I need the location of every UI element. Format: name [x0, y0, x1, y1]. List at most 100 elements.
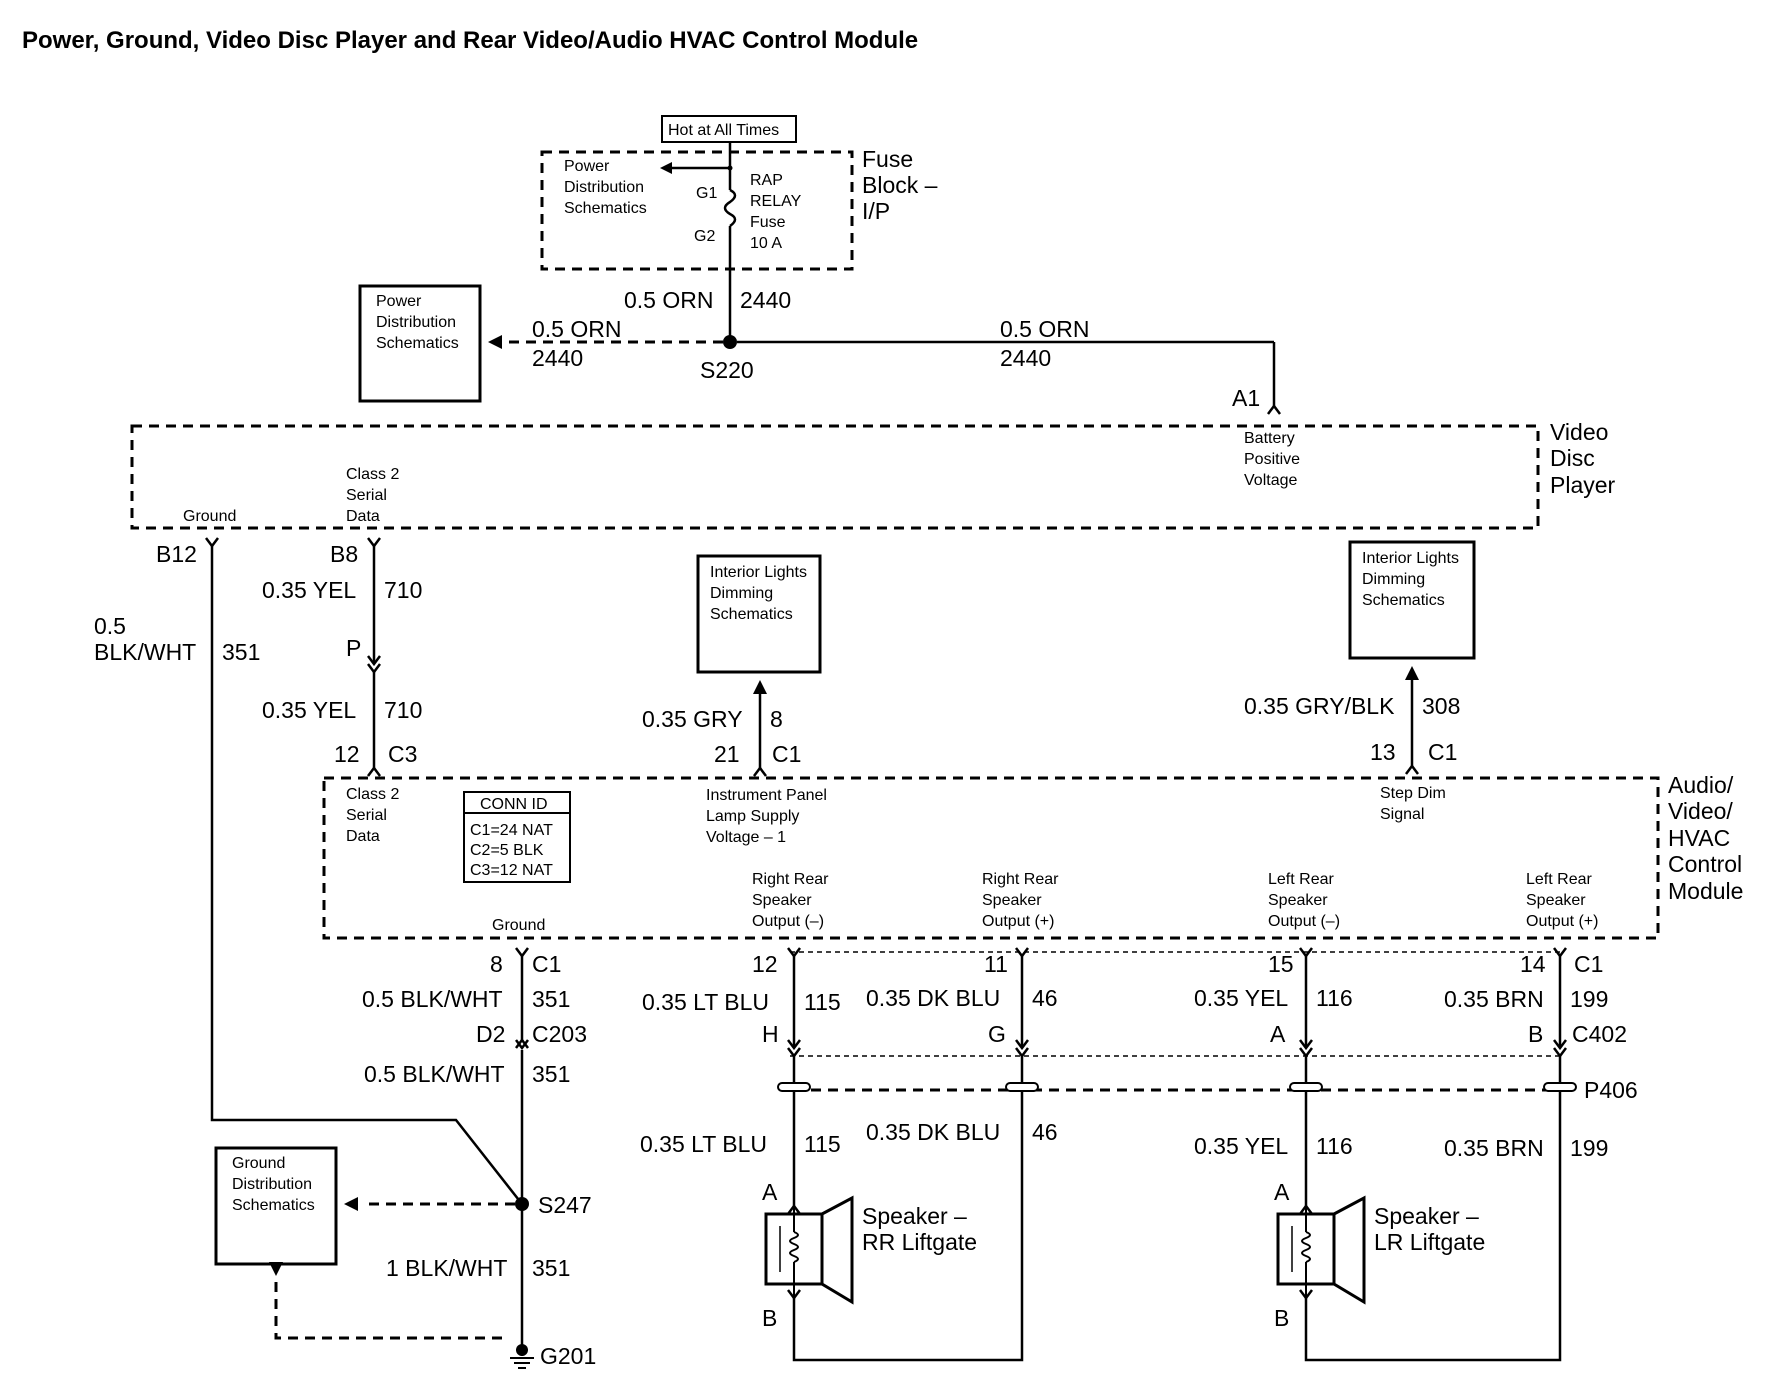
vdp-ground-label: Ground [183, 508, 236, 525]
ground-symbol-icon [510, 1357, 534, 1369]
rr-speaker-label: Speaker – RR Liftgate [862, 1203, 977, 1255]
dimming-right: Interior Lights Dimming Schematics 0.35 … [1244, 540, 1476, 775]
b12-pin: B12 [156, 541, 197, 567]
avhm-name: Audio/ Video/ HVAC Control Module [1668, 772, 1749, 904]
lr-plus-pin: 14 [1520, 951, 1546, 977]
d2-label: D2 [476, 1021, 505, 1047]
arrow-icon [660, 162, 672, 174]
class2-wire: B8 0.35 YEL 710 P 0.35 YEL 710 12 C3 [262, 537, 422, 777]
splice-s220-label: S220 [700, 357, 754, 383]
rr-plus-output-label: Right Rear Speaker Output (+) [982, 871, 1063, 930]
lr-speaker-b-pin: B [1274, 1305, 1289, 1331]
lr-plus-wire-circuit-bot: 199 [1570, 1135, 1608, 1161]
fuse-block-name: Fuse Block – I/P [862, 146, 944, 224]
dimming-left-wire-color: 0.35 GRY [642, 706, 743, 732]
lr-plus-wire-circuit-top: 199 [1570, 986, 1608, 1012]
dimming-right-wire-color: 0.35 GRY/BLK [1244, 693, 1395, 719]
rap-relay-fuse-label: RAP RELAY Fuse 10 A [750, 172, 805, 252]
lr-plus-wire-color-bot: 0.35 BRN [1444, 1135, 1544, 1161]
class2-lower-wire-color: 0.35 YEL [262, 697, 356, 723]
c203-label: C203 [532, 1021, 587, 1047]
rr-minus-wire-circuit-bot: 115 [804, 1131, 841, 1157]
arrow-icon [344, 1197, 358, 1211]
b8-pin: B8 [330, 541, 358, 567]
battery-positive-voltage-label: Battery Positive Voltage [1244, 430, 1304, 489]
ground-distribution-box-label: Ground Distribution Schematics [232, 1155, 316, 1214]
c402-label: C402 [1572, 1021, 1627, 1047]
p406-label: P406 [1584, 1077, 1638, 1103]
speaker-icon [1276, 1195, 1366, 1305]
fuse-pds-label: Power Distribution Schematics [564, 158, 648, 217]
ground-wire-circuit: 351 [222, 639, 260, 665]
rr-minus-wire-color-top: 0.35 LT BLU [642, 989, 769, 1015]
class2-pin: 12 [334, 741, 360, 767]
dimming-left-conn: C1 [772, 741, 801, 767]
dimming-right-wire-circuit: 308 [1422, 693, 1460, 719]
dimming-left-pin: 21 [714, 741, 740, 767]
speaker-lr-liftgate: A B Speaker – LR Liftgate [1274, 1179, 1485, 1331]
splice-s247-label: S247 [538, 1192, 592, 1218]
rr-minus-output-label: Right Rear Speaker Output (–) [752, 871, 833, 930]
ground-path: 8 C1 0.5 BLK/WHT 351 D2 C203 0.5 BLK/WHT… [214, 947, 596, 1369]
ground-path-wire1-circuit: 351 [532, 986, 570, 1012]
rr-minus-c402-pin: H [762, 1021, 779, 1047]
dimming-left-wire-circuit: 8 [770, 706, 783, 732]
rr-plus-wire-color-bot: 0.35 DK BLU [866, 1119, 1000, 1145]
ground-path-wire2-circuit: 351 [532, 1061, 570, 1087]
lr-minus-wire-circuit-bot: 116 [1316, 1133, 1353, 1159]
avhm-ground-label: Ground [492, 917, 545, 934]
speaker-wiring: 12 0.35 LT BLU 115 H 0.35 LT BLU 115 11 … [640, 947, 1638, 1362]
class2-p-label: P [346, 635, 361, 661]
ground-g201-label: G201 [540, 1343, 596, 1369]
lr-minus-wire-color-top: 0.35 YEL [1194, 985, 1288, 1011]
rr-plus-wire-circuit-bot: 46 [1032, 1119, 1058, 1145]
rr-plus-wire: 11 0.35 DK BLU 46 G 0.35 DK BLU 46 [792, 947, 1058, 1362]
lr-minus-c402-pin: A [1270, 1021, 1286, 1047]
class2-upper-wire-color: 0.35 YEL [262, 577, 356, 603]
arrow-icon [269, 1262, 283, 1276]
right-wire-circuit: 2440 [1000, 345, 1051, 371]
rr-minus-wire-color-bot: 0.35 LT BLU [640, 1131, 767, 1157]
power-distribution-box-label: Power Distribution Schematics [376, 293, 460, 352]
class2-conn: C3 [388, 741, 417, 767]
rr-minus-pin: 12 [752, 951, 778, 977]
video-disc-player: Video Disc Player A1 Battery Positive Vo… [130, 385, 1616, 530]
lr-plus-conn: C1 [1574, 951, 1603, 977]
fuse-wire-circuit: 2440 [740, 287, 791, 313]
dimming-right-conn: C1 [1428, 739, 1457, 765]
dimming-left: Interior Lights Dimming Schematics 0.35 … [642, 554, 822, 777]
fuse-block: Hot at All Times Power Distribution Sche… [540, 115, 944, 271]
rr-plus-wire-circuit-top: 46 [1032, 985, 1058, 1011]
right-wire-color: 0.5 ORN [1000, 316, 1089, 342]
class2-upper-wire-circuit: 710 [384, 577, 422, 603]
step-dim-signal-label: Step Dim Signal [1380, 785, 1450, 823]
lr-minus-wire-color-bot: 0.35 YEL [1194, 1133, 1288, 1159]
lr-minus-wire-circuit-top: 116 [1316, 985, 1353, 1011]
splice-s247 [515, 1197, 529, 1211]
lr-plus-c402-pin: B [1528, 1021, 1543, 1047]
rr-plus-wire-color-top: 0.35 DK BLU [866, 985, 1000, 1011]
lr-speaker-label: Speaker – LR Liftgate [1374, 1203, 1485, 1255]
lr-plus-wire: 14 C1 0.35 BRN 199 B C402 0.35 BRN 199 [1304, 947, 1627, 1362]
class2-lower-wire-circuit: 710 [384, 697, 422, 723]
av-hvac-module: Audio/ Video/ HVAC Control Module Class … [322, 772, 1749, 940]
lr-plus-wire-color-top: 0.35 BRN [1444, 986, 1544, 1012]
avhm-class2-label: Class 2 Serial Data [346, 786, 404, 845]
arrow-icon [1405, 666, 1419, 680]
hot-at-all-times-label: Hot at All Times [668, 122, 779, 139]
g1-label: G1 [696, 185, 717, 202]
left-wire-color: 0.5 ORN [532, 316, 621, 342]
page-title: Power, Ground, Video Disc Player and Rea… [22, 27, 918, 54]
ground-wire-gauge: 0.5 [94, 613, 126, 639]
arrow-icon [488, 335, 502, 349]
arrow-icon [753, 680, 767, 694]
splice-s220 [723, 335, 737, 349]
speaker-icon [764, 1195, 854, 1305]
rr-speaker-a-pin: A [762, 1179, 778, 1205]
fuse-wire-color: 0.5 ORN [624, 287, 713, 313]
dimming-right-pin: 13 [1370, 739, 1396, 765]
conn-id-lines: C1=24 NAT C2=5 BLK C3=12 NAT [470, 822, 557, 879]
rr-minus-wire: 12 0.35 LT BLU 115 H 0.35 LT BLU 115 [640, 947, 841, 1206]
power-feed: 0.5 ORN 2440 S220 0.5 ORN 2440 Power Dis… [358, 226, 1276, 406]
